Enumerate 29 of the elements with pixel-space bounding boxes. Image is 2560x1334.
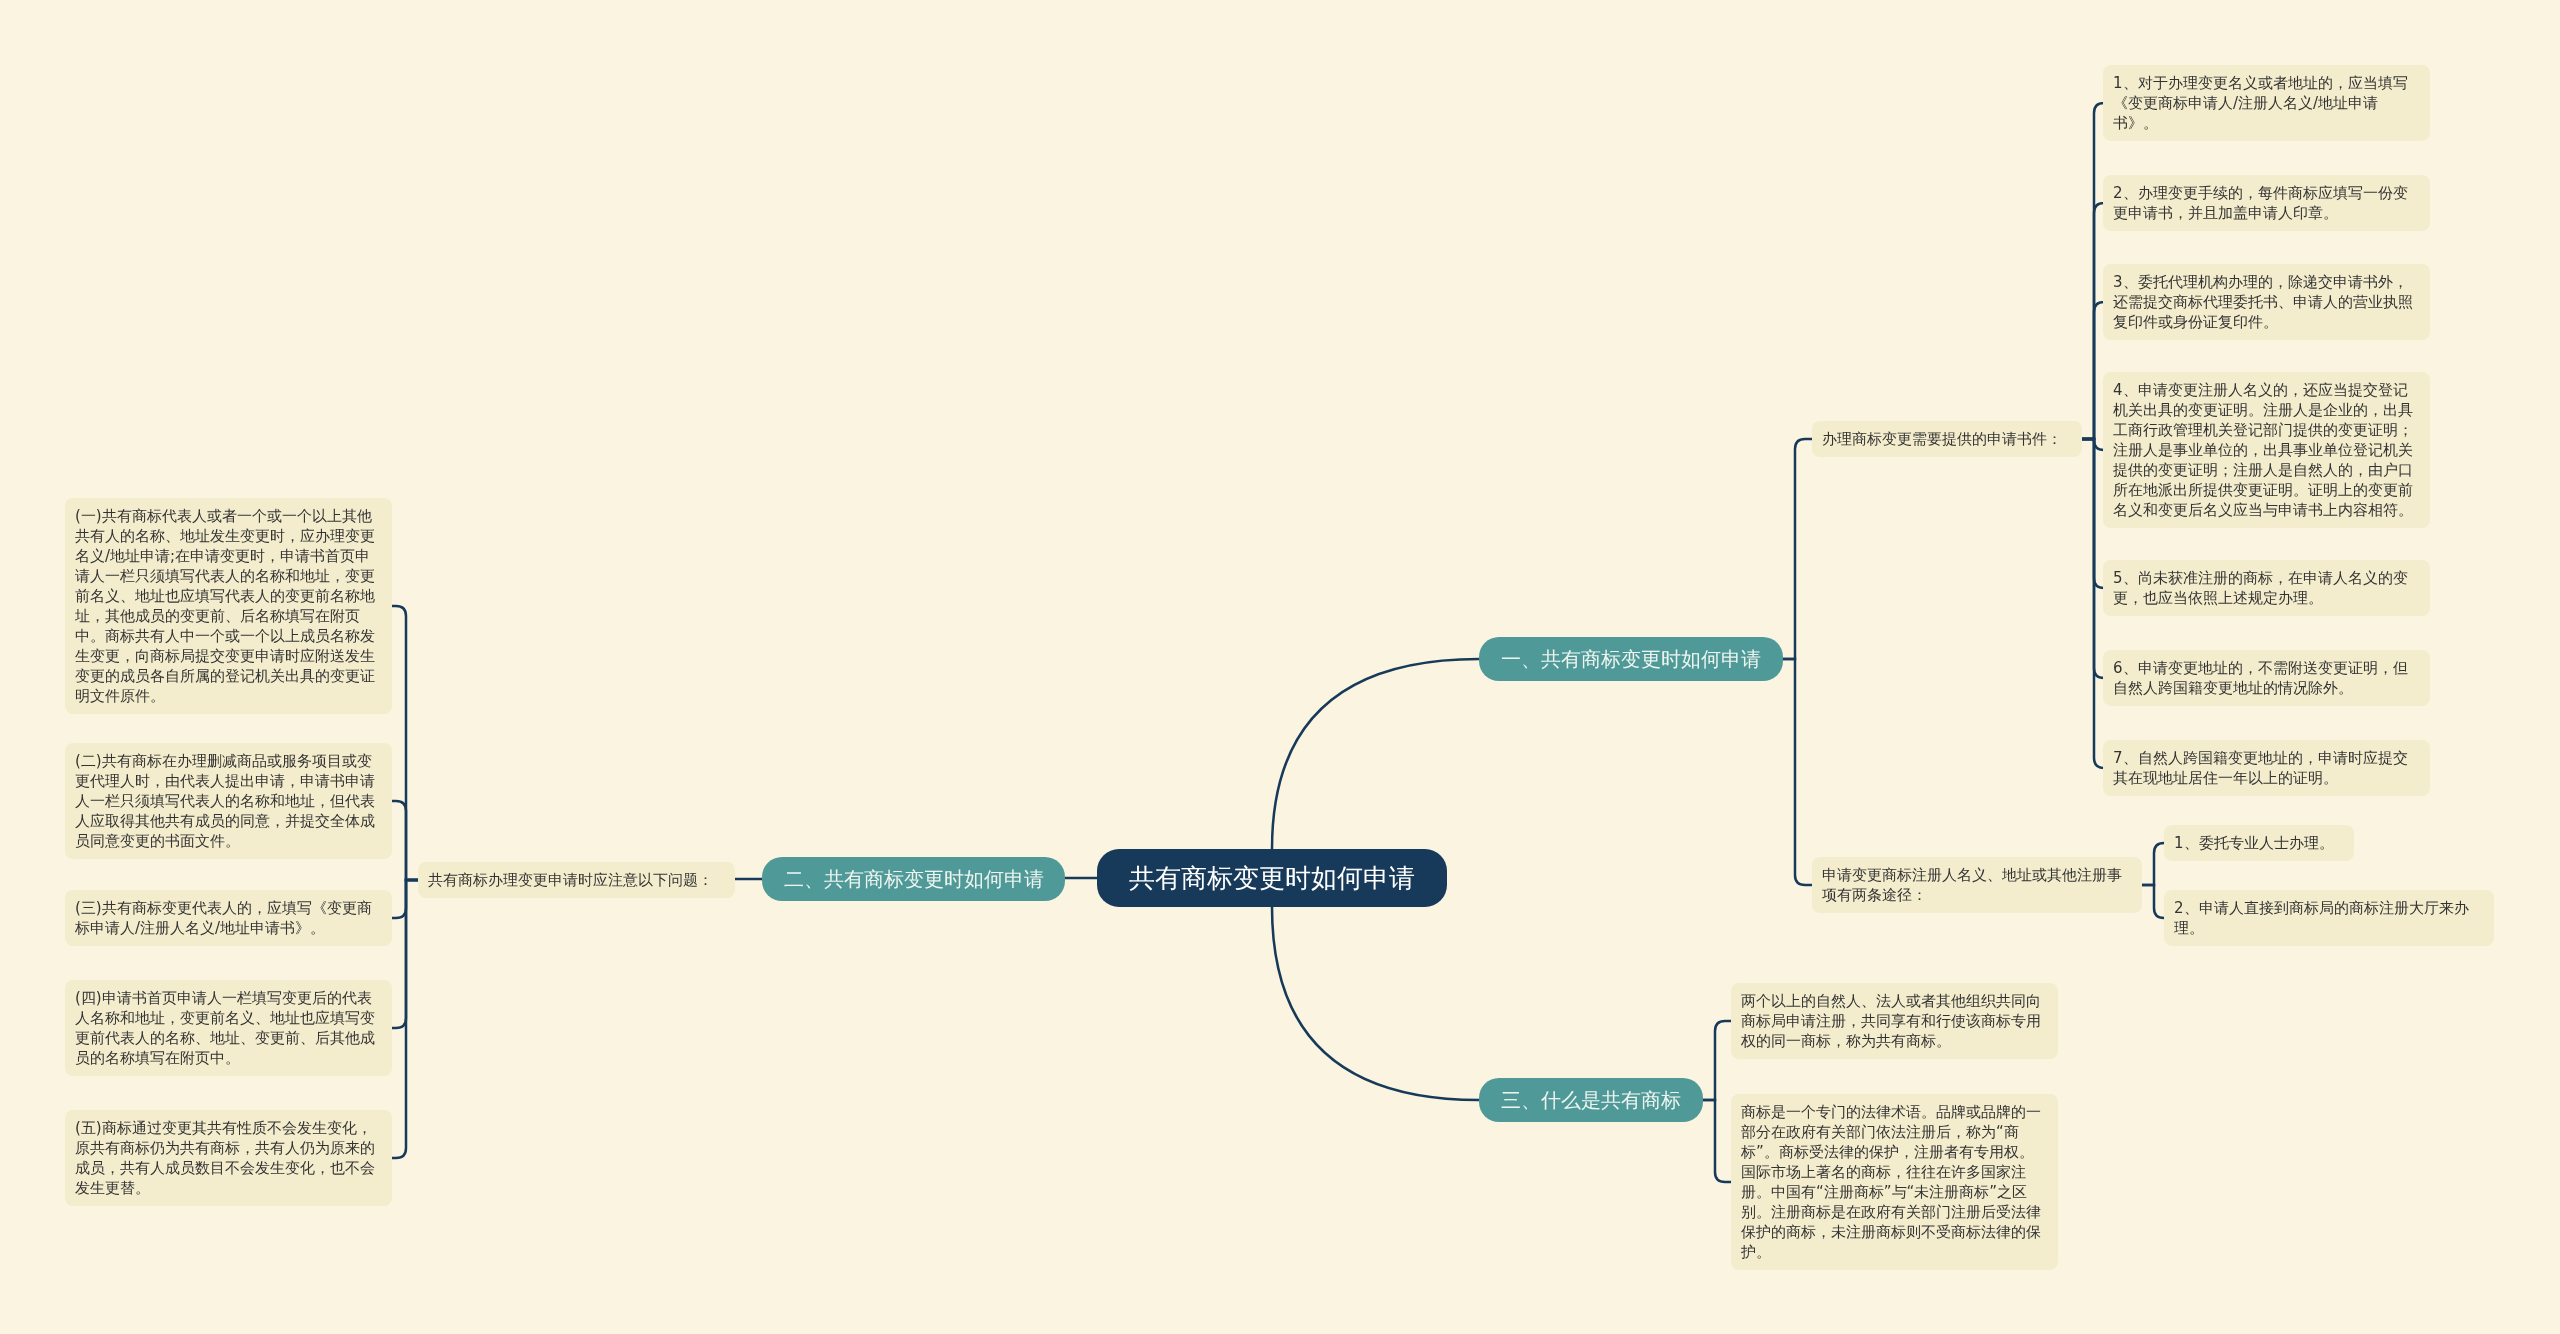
detail-note: (五)商标通过变更其共有性质不会发生变化，原共有商标仍为共有商标，共有人仍为原来的成员，共有人成员数目不会发生变化，也不会发生更替。 <box>65 1110 392 1206</box>
detail-note: 3、委托代理机构办理的，除递交申请书外，还需提交商标代理委托书、申请人的营业执照复印件或身份证复印件。 <box>2103 264 2430 340</box>
detail-note: (二)共有商标在办理删减商品或服务项目或变更代理人时，由代表人提出申请，申请书申请人一栏只须填写代表人的名称和地址，但代表人应取得其他共有成员的同意，并提交全体成员同意变更的书面文件。 <box>65 743 392 859</box>
detail-note: (四)申请书首页申请人一栏填写变更后的代表人名称和地址，变更前名义、地址也应填写变更前代表人的名称、地址、变更前、后其他成员的名称填写在附页中。 <box>65 980 392 1076</box>
detail-note: 2、办理变更手续的，每件商标应填写一份变更申请书，并且加盖申请人印章。 <box>2103 175 2430 231</box>
connector-line <box>1065 876 1097 880</box>
connector-line <box>1703 1098 1731 1184</box>
subtopic: 申请变更商标注册人名义、地址或其他注册事项有两条途径： <box>1812 857 2142 913</box>
central-topic: 共有商标变更时如何申请 <box>1097 849 1447 907</box>
main-topic: 二、共有商标变更时如何申请 <box>762 857 1065 901</box>
detail-note: (一)共有商标代表人或者一个或一个以上其他共有人的名称、地址发生变更时，应办理变更名义/地址申请;在申请变更时，申请书首页申请人一栏只须填写代表人的名称和地址，变更前名义、地址也应填写代表人的变更前名称地址，其他成员的变更前、后名称填写在附页中。商标共有人中一个或一个以上成员名称发生变更，向商标局提交变更申请时应附送发生变更的成员各自所属的登记机关出具的变更证明文件原件。 <box>65 498 392 714</box>
connector-line <box>2142 883 2166 920</box>
connector-line <box>1270 906 1480 1102</box>
detail-note: 1、委托专业人士办理。 <box>2164 825 2354 861</box>
connector-line <box>735 877 762 881</box>
detail-note: 6、申请变更地址的，不需附送变更证明，但自然人跨国籍变更地址的情况除外。 <box>2103 650 2430 706</box>
subtopic: 两个以上的自然人、法人或者其他组织共同向商标局申请注册，共同享有和行使该商标专用权的同一商标，称为共有商标。 <box>1731 983 2058 1059</box>
main-topic: 三、什么是共有商标 <box>1479 1078 1703 1122</box>
subtopic: 商标是一个专门的法律术语。品牌或品牌的一部分在政府有关部门依法注册后，称为“商标”。商标受法律的保护，注册者有专用权。国际市场上著名的商标，往往在许多国家注册。中国有“注册商标”与“未注册商标”之区别。注册商标是在政府有关部门注册后受法律保护的商标，未注册商标则不受商标法律的保护。 <box>1731 1094 2058 1270</box>
detail-note: 7、自然人跨国籍变更地址的，申请时应提交其在现地址居住一年以上的证明。 <box>2103 740 2430 796</box>
connector-line <box>1270 657 1480 850</box>
detail-note: 2、申请人直接到商标局的商标注册大厅来办理。 <box>2164 890 2494 946</box>
detail-note: (三)共有商标变更代表人的，应填写《变更商标申请人/注册人名义/地址申请书》。 <box>65 890 392 946</box>
detail-note: 1、对于办理变更名义或者地址的，应当填写《变更商标申请人/注册人名义/地址申请书》。 <box>2103 65 2430 141</box>
detail-note: 5、尚未获准注册的商标，在申请人名义的变更，也应当依照上述规定办理。 <box>2103 560 2430 616</box>
main-topic: 一、共有商标变更时如何申请 <box>1479 637 1783 681</box>
subtopic: 办理商标变更需要提供的申请书件： <box>1812 421 2082 457</box>
subtopic: 共有商标办理变更申请时应注意以下问题： <box>418 862 735 898</box>
detail-note: 4、申请变更注册人名义的，还应当提交登记机关出具的变更证明。注册人是企业的，出具工商行政管理机关登记部门提供的变更证明；注册人是事业单位的，出具事业单位登记机关提供的变更证明；注册人是自然人的，由户口所在地派出所提供变更证明。证明上的变更前名义和变更后名义应当与申请书上内容相符。 <box>2103 372 2430 528</box>
